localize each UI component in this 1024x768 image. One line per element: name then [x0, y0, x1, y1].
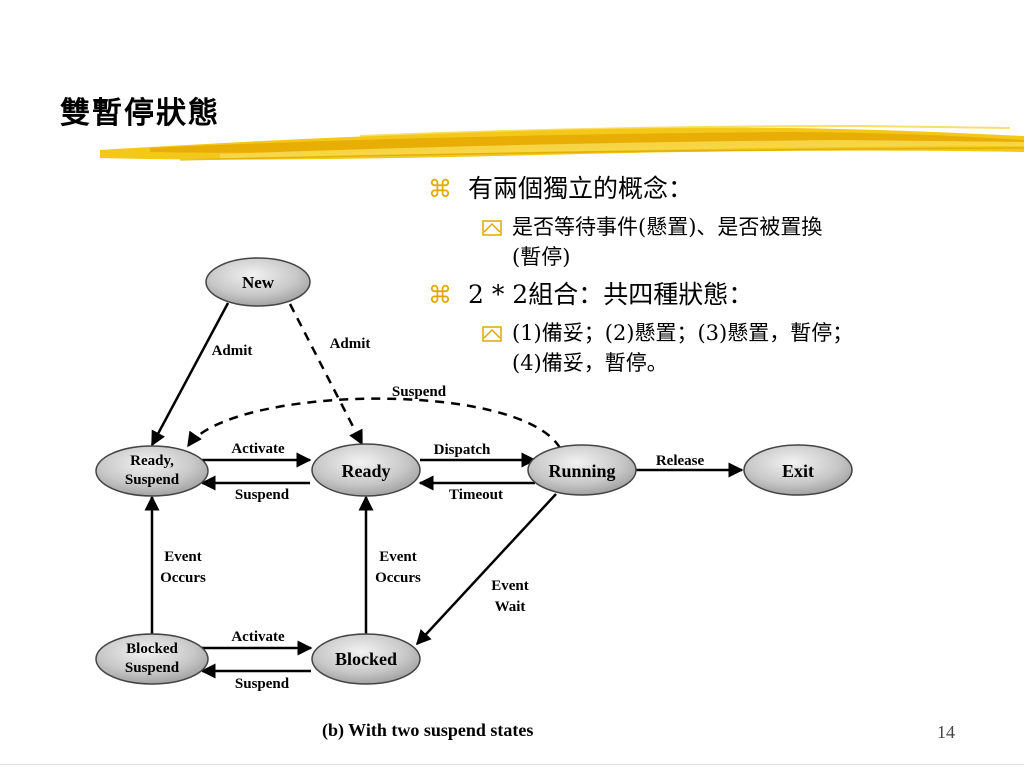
bullet-2: ⌘ 2 * 2組合：共四種狀態： [428, 278, 988, 312]
slide-title: 雙暫停狀態 [60, 96, 220, 131]
envelope-icon [482, 326, 502, 342]
label-dispatch: Dispatch [434, 442, 491, 458]
state-exit: Exit [743, 444, 853, 496]
label-suspend-top: Suspend [392, 384, 447, 400]
sub-bullet-1-line-2: (暫停) [512, 245, 571, 269]
edge-admit-to-ready [288, 303, 364, 446]
sub-bullet-1: 是否等待事件(懸置)、是否被置換 (暫停) [428, 212, 988, 272]
state-blocked-suspend-label-1: Blocked [126, 641, 178, 657]
diagram-caption: (b) With two suspend states [322, 720, 534, 740]
label-event-occurs-left-1: Event [164, 549, 202, 565]
state-ready-suspend-label-2: Suspend [125, 472, 180, 488]
label-event-occurs-mid-2: Occurs [375, 570, 421, 586]
label-event-occurs-left-2: Occurs [160, 570, 206, 586]
state-new-label: New [242, 273, 275, 292]
label-activate-bottom: Activate [231, 629, 285, 645]
state-running-label: Running [548, 461, 615, 481]
sub-bullet-2-line-2: (4)備妥，暫停。 [512, 351, 668, 375]
sub-bullet-1-line-1: 是否等待事件(懸置)、是否被置換 [512, 215, 823, 239]
bullet-list: ⌘ 有兩個獨立的概念： 是否等待事件(懸置)、是否被置換 (暫停) ⌘ 2 * … [428, 172, 988, 384]
state-ready-label: Ready [342, 461, 391, 481]
sub-bullet-2: (1)備妥；(2)懸置；(3)懸置，暫停； (4)備妥，暫停。 [428, 318, 988, 378]
state-running: Running [527, 444, 637, 496]
edge-event-wait [415, 493, 557, 646]
state-blocked-suspend: Blocked Suspend [95, 633, 209, 685]
state-exit-label: Exit [782, 461, 814, 481]
command-key-icon: ⌘ [428, 175, 452, 203]
label-admit-left: Admit [212, 343, 253, 359]
state-blocked-suspend-label-2: Suspend [125, 660, 180, 676]
edge-admit-to-ready-suspend [150, 302, 230, 447]
label-admit-right: Admit [330, 336, 371, 352]
page-number: 14 [937, 722, 955, 742]
command-key-icon: ⌘ [428, 281, 452, 309]
footer-divider [0, 764, 1024, 765]
edge-running-suspend-to-ready-suspend [186, 397, 562, 449]
label-suspend-mid: Suspend [235, 487, 290, 503]
sub-bullet-2-line-1: (1)備妥；(2)懸置；(3)懸置，暫停； [512, 321, 854, 345]
bullet-1: ⌘ 有兩個獨立的概念： [428, 172, 988, 206]
state-blocked-label: Blocked [335, 649, 397, 669]
label-suspend-bottom: Suspend [235, 676, 290, 692]
label-timeout: Timeout [449, 487, 503, 503]
envelope-icon [482, 220, 502, 236]
bullet-1-text: 有兩個獨立的概念： [468, 174, 694, 203]
label-activate-top: Activate [231, 441, 285, 457]
title-brush-stroke [100, 124, 1024, 161]
bullet-2-text: 2 * 2組合：共四種狀態： [468, 280, 754, 309]
state-blocked: Blocked [311, 633, 421, 685]
label-event-wait-2: Wait [495, 599, 526, 615]
label-event-occurs-mid-1: Event [379, 549, 417, 565]
label-release: Release [656, 453, 705, 469]
state-ready-suspend-label-1: Ready, [130, 453, 174, 469]
state-ready: Ready [311, 443, 421, 497]
label-event-wait-1: Event [491, 578, 529, 594]
state-new: New [205, 257, 311, 307]
state-ready-suspend: Ready, Suspend [95, 445, 209, 497]
